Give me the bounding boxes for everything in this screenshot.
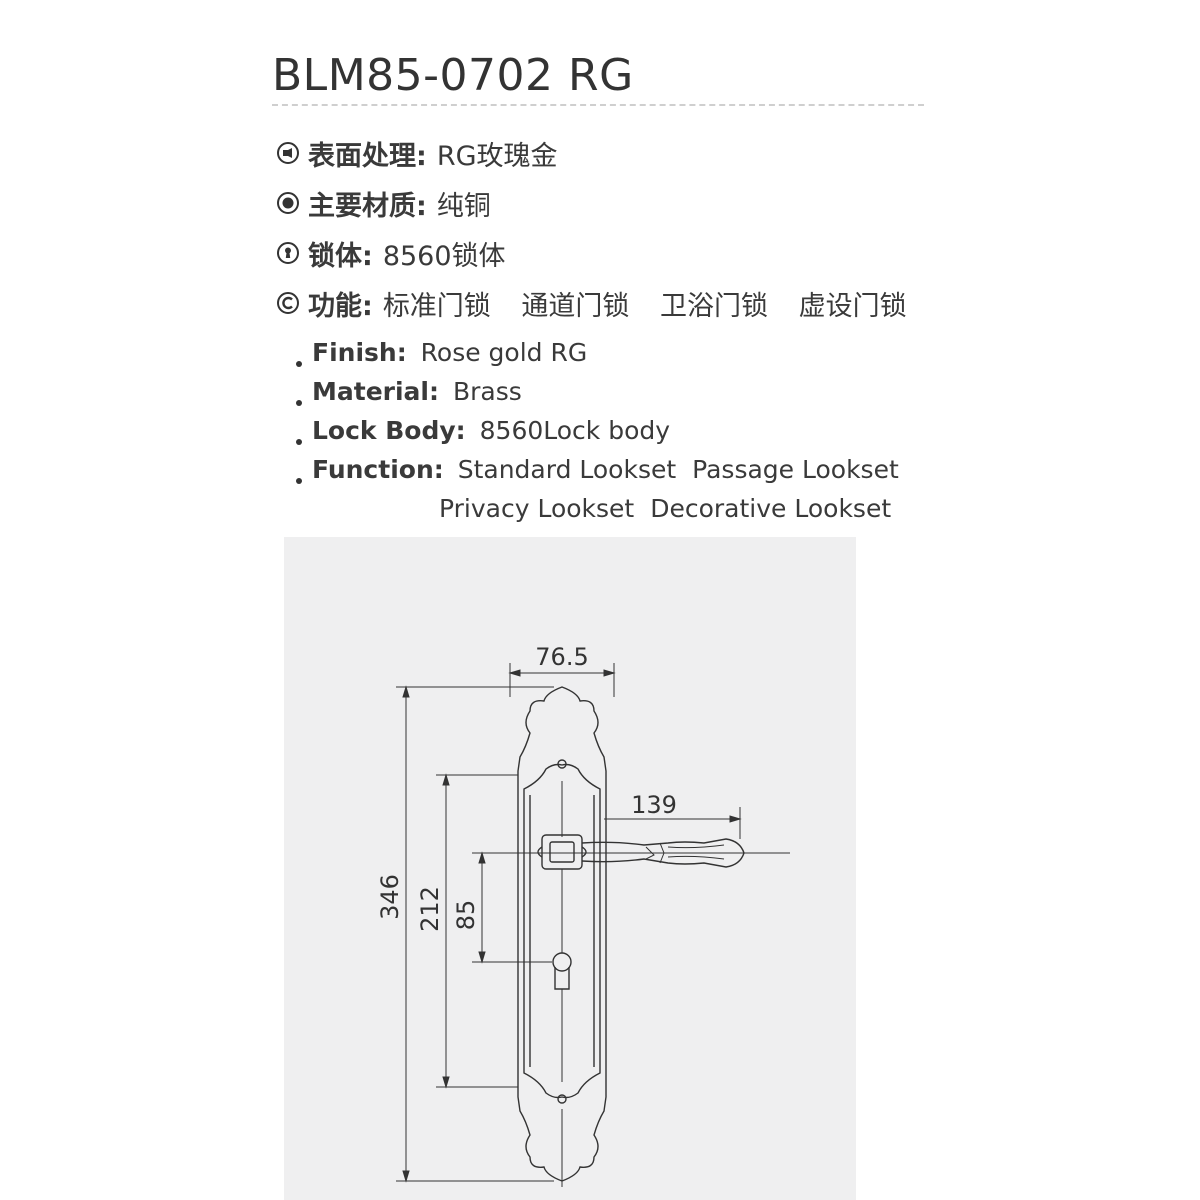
spec-label: 功能: xyxy=(308,290,373,322)
finish-icon xyxy=(277,142,299,164)
spec-row-finish: 表面处理: RG玫瑰金 xyxy=(276,128,929,178)
dim-handle-to-keyhole-label: 85 xyxy=(452,900,480,931)
bullet-icon xyxy=(296,478,302,484)
spec-value: RG玫瑰金 xyxy=(436,140,558,172)
dim-handle-length-label: 139 xyxy=(631,791,677,819)
function-item: 虚设门锁 xyxy=(798,290,907,322)
spec-value: 8560锁体 xyxy=(382,240,506,272)
function-item: 标准门锁 xyxy=(382,290,491,322)
function-en-item: Decorative Lookset xyxy=(650,494,892,523)
technical-drawing: 76.5 139 346 212 85 xyxy=(376,643,790,1187)
technical-drawing-panel: 76.5 139 346 212 85 xyxy=(284,537,856,1200)
material-icon xyxy=(277,192,299,214)
function-values: 标准门锁 通道门锁 卫浴门锁 虚设门锁 xyxy=(383,284,929,323)
function-icon xyxy=(277,292,299,314)
spec-en-function-cont: Privacy Lookset Decorative Lookset xyxy=(294,494,899,533)
spec-en-finish: Finish: Rose gold RG xyxy=(294,338,899,377)
dim-width-label: 76.5 xyxy=(535,643,588,671)
function-en-item: Standard Lookset xyxy=(457,455,677,484)
spec-value: 纯铜 xyxy=(436,190,491,222)
bullet-icon xyxy=(296,361,302,367)
backplate-inner-line xyxy=(529,795,595,1067)
spec-list-cn: 表面处理: RG玫瑰金 主要材质: 纯铜 锁体: 8560锁体 功能: 标准门锁… xyxy=(276,128,929,328)
spec-label: 表面处理: xyxy=(308,140,427,172)
spec-en-function: Function: Standard Lookset Passage Lookse… xyxy=(294,455,899,494)
title-divider xyxy=(272,104,924,106)
rosette-inner xyxy=(549,841,575,863)
dim-total-height-label: 346 xyxy=(376,874,404,920)
spec-en-material: Material: Brass xyxy=(294,377,899,416)
function-item: 通道门锁 xyxy=(521,290,630,322)
spec-en-value: 8560Lock body xyxy=(479,416,671,445)
bottom-screw xyxy=(557,1094,567,1104)
function-en-item: Passage Lookset xyxy=(692,455,899,484)
backplate-inner-panel xyxy=(523,763,601,1099)
spec-en-label: Function: xyxy=(312,455,444,484)
bullet-icon xyxy=(296,439,302,445)
function-item: 卫浴门锁 xyxy=(660,290,768,322)
spec-label: 主要材质: xyxy=(308,190,427,222)
spec-row-material: 主要材质: 纯铜 xyxy=(276,178,929,228)
spec-en-label: Lock Body: xyxy=(312,416,466,445)
spec-row-function: 功能: 标准门锁 通道门锁 卫浴门锁 虚设门锁 xyxy=(276,278,929,328)
spec-en-value: Standard Lookset Passage Lookset xyxy=(458,455,899,484)
top-screw xyxy=(557,759,567,769)
product-title: BLM85-0702 RG xyxy=(272,50,634,101)
spec-en-label: Finish: xyxy=(312,338,407,367)
spec-en-lock-body: Lock Body: 8560Lock body xyxy=(294,416,899,455)
handle-rosette xyxy=(541,834,583,870)
spec-list-en: Finish: Rose gold RG Material: Brass Loc… xyxy=(294,338,899,533)
spec-row-lock-body: 锁体: 8560锁体 xyxy=(276,228,929,278)
function-en-item: Privacy Lookset xyxy=(439,494,635,523)
dim-handle-to-bottom-label: 212 xyxy=(416,886,444,932)
spec-label: 锁体: xyxy=(308,240,373,272)
lock-body-icon xyxy=(277,242,299,264)
spec-en-label: Material: xyxy=(312,377,439,406)
bullet-icon xyxy=(296,400,302,406)
spec-en-value: Rose gold RG xyxy=(420,338,588,367)
spec-en-value: Brass xyxy=(452,377,522,406)
